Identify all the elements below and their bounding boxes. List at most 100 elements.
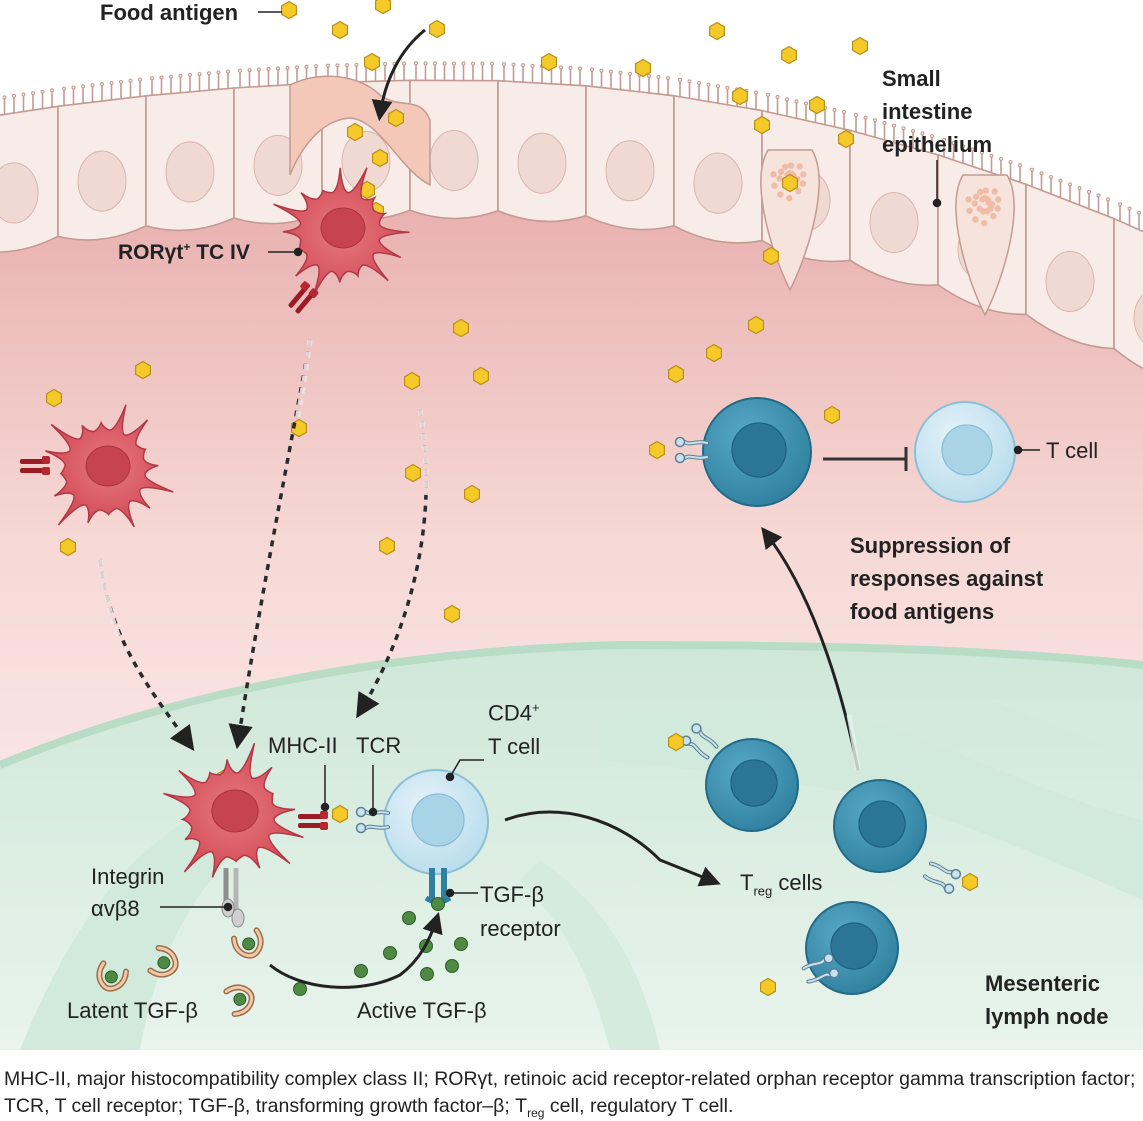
lymph-node <box>0 640 1143 1050</box>
tcr-molecule <box>801 952 840 984</box>
integrin-label-line2: αvβ8 <box>91 896 140 921</box>
latent-tgf-complex <box>230 927 264 959</box>
epithelial-cell <box>673 77 763 244</box>
epithelial-cell <box>1025 167 1115 350</box>
antigen-hexagon <box>961 872 979 892</box>
epithelium-label-line2: intestine <box>882 99 973 124</box>
tgf-receptor-label-line2: receptor <box>480 916 561 941</box>
inhibition-line <box>823 447 908 471</box>
antigen-hexagon <box>808 95 826 115</box>
antigen-hexagon <box>648 440 666 460</box>
antigen-hexagon <box>332 20 348 40</box>
antigen-hexagon <box>379 536 395 556</box>
antigen-hexagon <box>540 52 558 72</box>
treg-cells-label: Treg cells <box>740 870 823 899</box>
mhc-ii-label: MHC-II <box>268 733 338 758</box>
suppression-label-line1: Suppression of <box>850 533 1011 558</box>
suppression-label-line3: food antigens <box>850 599 995 624</box>
antigen-hexagon <box>332 804 348 824</box>
active-tgf-particle <box>354 964 368 978</box>
epithelial-cell <box>145 69 235 232</box>
antigen-hexagon <box>453 318 469 338</box>
active-tgf-particle <box>293 982 307 996</box>
epithelial-cell <box>497 62 587 223</box>
treg-cell-lamina <box>648 397 812 507</box>
mhc-ii-molecule <box>288 281 319 314</box>
cd4-t-cell <box>355 769 489 875</box>
treg-cell-3 <box>759 901 899 997</box>
tcr-molecule <box>923 861 962 894</box>
antigen-hexagon <box>405 463 421 483</box>
tcr-molecule <box>674 436 709 464</box>
epithelial-cell <box>0 88 59 253</box>
epithelial-cell <box>409 61 499 220</box>
antigen-hexagon <box>375 0 391 15</box>
antigen-hexagon <box>753 115 771 135</box>
t-cell-label: T cell <box>1046 438 1099 463</box>
cd4-t-cell-label-line2: T cell <box>488 734 541 759</box>
active-tgf-particle <box>420 967 434 981</box>
antigen-hexagon <box>473 366 489 386</box>
active-tgf-particle <box>402 911 416 925</box>
tcr-label: TCR <box>356 733 402 758</box>
antigen-hexagon <box>708 21 726 41</box>
rorgt-tc-iv-cell-lymph-node <box>163 742 304 878</box>
antigen-hexagon <box>762 246 780 266</box>
latent-tgf-complex <box>96 960 130 992</box>
tgf-beta-receptor <box>424 868 452 911</box>
antigen-hexagon <box>404 371 420 391</box>
lymph-node-label-line1: Mesenteric <box>985 971 1100 996</box>
antigen-hexagon <box>747 315 765 335</box>
antigen-hexagon <box>759 977 777 997</box>
tgf-beta-elements <box>96 868 468 1018</box>
epithelium-layer <box>0 61 1143 370</box>
antigen-hexagon <box>45 388 63 408</box>
effector-t-cell <box>914 401 1016 503</box>
t-cell-group <box>355 397 1016 997</box>
activation-arrow <box>269 911 443 989</box>
epithelium-label-line1: Small <box>882 66 941 91</box>
integrin-label-line1: Integrin <box>91 864 165 889</box>
antigen-hexagon <box>347 122 363 142</box>
tgf-receptor-label-line1: TGF-β <box>480 882 544 907</box>
antigen-hexagon <box>851 36 869 56</box>
antigen-hexagon <box>388 108 404 128</box>
epithelium-label-line3: epithelium <box>882 132 993 157</box>
antigen-hexagon <box>823 405 841 425</box>
rorgt-tc-iv-cells <box>20 167 410 928</box>
antigen-uptake-arrow <box>371 28 426 122</box>
treg-migration-arrow-fade <box>846 714 861 771</box>
mhc-ii-molecule <box>298 811 328 830</box>
antigen-hexagon <box>781 173 799 193</box>
lymph-node-label-line2: lymph node <box>985 1004 1109 1029</box>
rorgt-tc-iv-cell-epithelium <box>273 167 410 298</box>
epithelial-cell <box>57 77 147 241</box>
mhc-ii-molecule <box>20 456 50 475</box>
active-tgf-particle <box>383 946 397 960</box>
antigen-hexagon <box>705 343 723 363</box>
antigen-hexagon <box>135 360 151 380</box>
rorgt-tc-iv-cell-lamina <box>45 404 174 528</box>
antigen-hexagon <box>464 484 480 504</box>
suppression-label-line2: responses against <box>850 566 1044 591</box>
antigen-hexagon <box>837 129 855 149</box>
treg-differentiation-arrow <box>504 810 721 887</box>
antigen-hexagon <box>731 86 749 106</box>
antigen-hexagon <box>444 604 460 624</box>
figure-caption: MHC-II, major histocompatibility complex… <box>4 1068 1136 1120</box>
latent-tgf-complex <box>223 984 255 1018</box>
treg-cell-1 <box>667 723 799 832</box>
goblet-cell <box>955 174 1015 317</box>
cd4-t-cell-label-line1: CD4+ <box>488 700 540 726</box>
latent-tgf-label: Latent TGF-β <box>67 998 198 1023</box>
antigen-hexagon <box>364 52 380 72</box>
antigen-hexagon <box>281 0 297 20</box>
m-cell <box>289 75 431 187</box>
antigen-hexagon <box>667 732 685 752</box>
leader-lines <box>160 11 1040 912</box>
latent-tgf-complex <box>147 944 179 978</box>
food-antigen-label: Food antigen <box>100 0 239 25</box>
antigen-hexagon <box>780 45 798 65</box>
